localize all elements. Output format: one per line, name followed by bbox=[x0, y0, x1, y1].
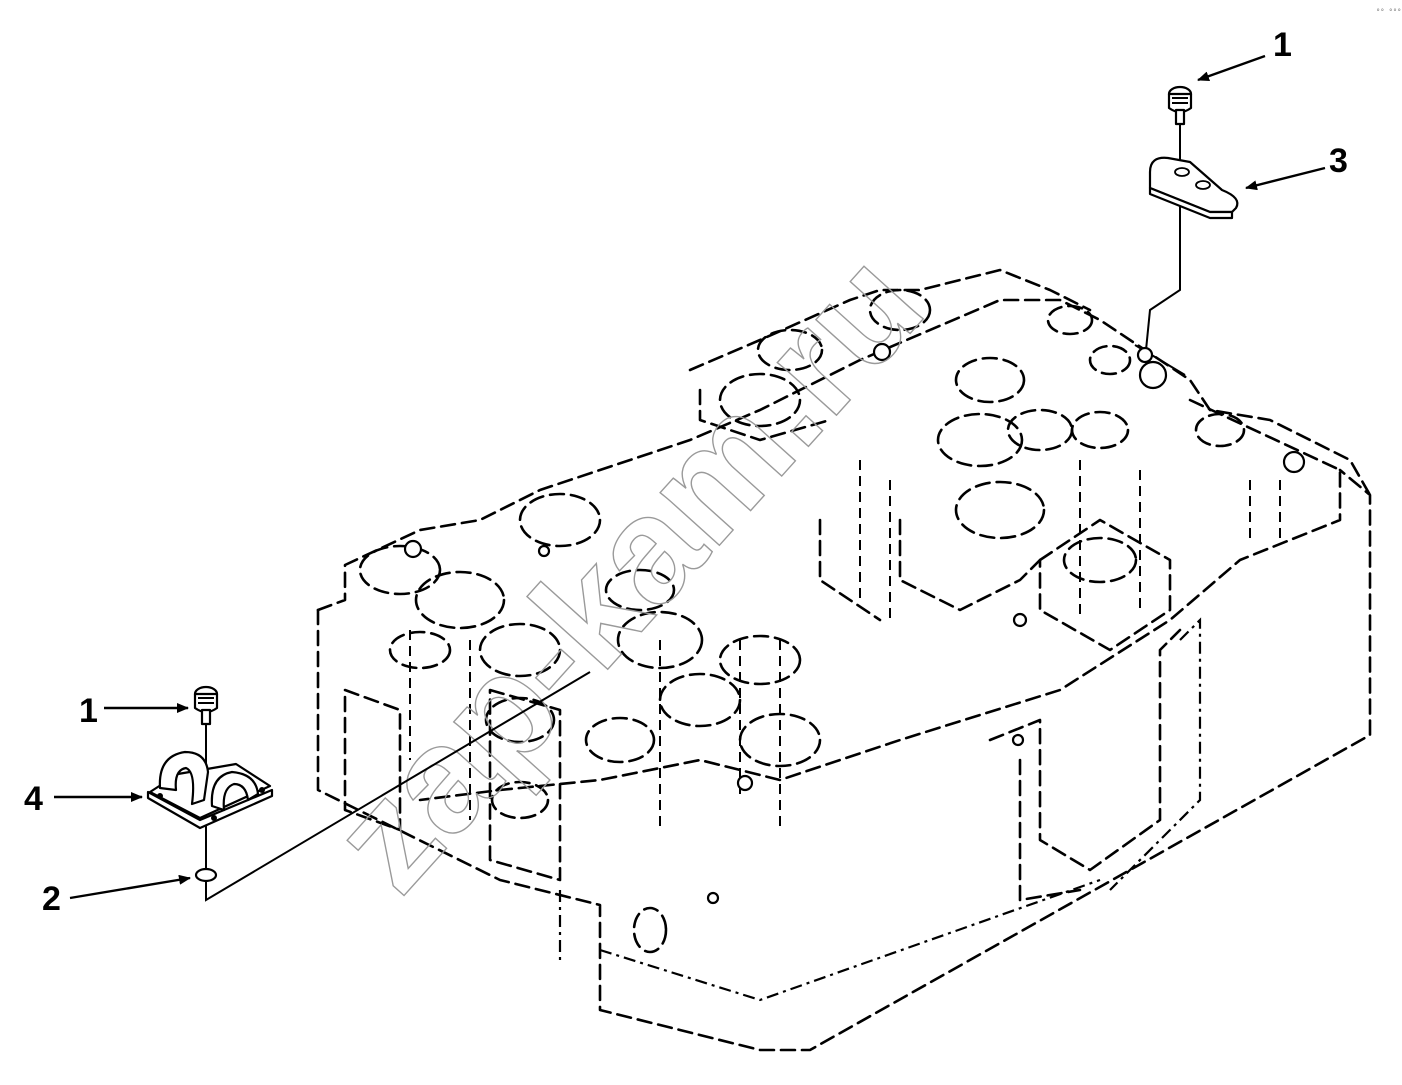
callout-label-1-left: 1 bbox=[79, 692, 98, 730]
callout-arrow-3 bbox=[1245, 166, 1326, 191]
callout-label-4: 4 bbox=[24, 780, 43, 818]
callout-arrow-1-right bbox=[1197, 54, 1266, 82]
left-screw-part bbox=[193, 685, 219, 726]
right-bracket-part bbox=[1148, 156, 1239, 220]
callout-arrow-2 bbox=[69, 874, 191, 900]
watermark-text: zap-kam.ru bbox=[299, 220, 954, 921]
right-screw-part bbox=[1167, 85, 1193, 126]
left-clamp-part bbox=[146, 750, 274, 830]
corner-mark: °° °°° bbox=[1376, 8, 1401, 16]
callout-label-2: 2 bbox=[42, 880, 61, 918]
right-mount-hole bbox=[1134, 344, 1186, 390]
callout-label-1-right: 1 bbox=[1273, 26, 1292, 64]
callout-label-3: 3 bbox=[1329, 142, 1348, 180]
left-washer-part bbox=[194, 867, 218, 883]
callout-arrows bbox=[54, 54, 1326, 900]
